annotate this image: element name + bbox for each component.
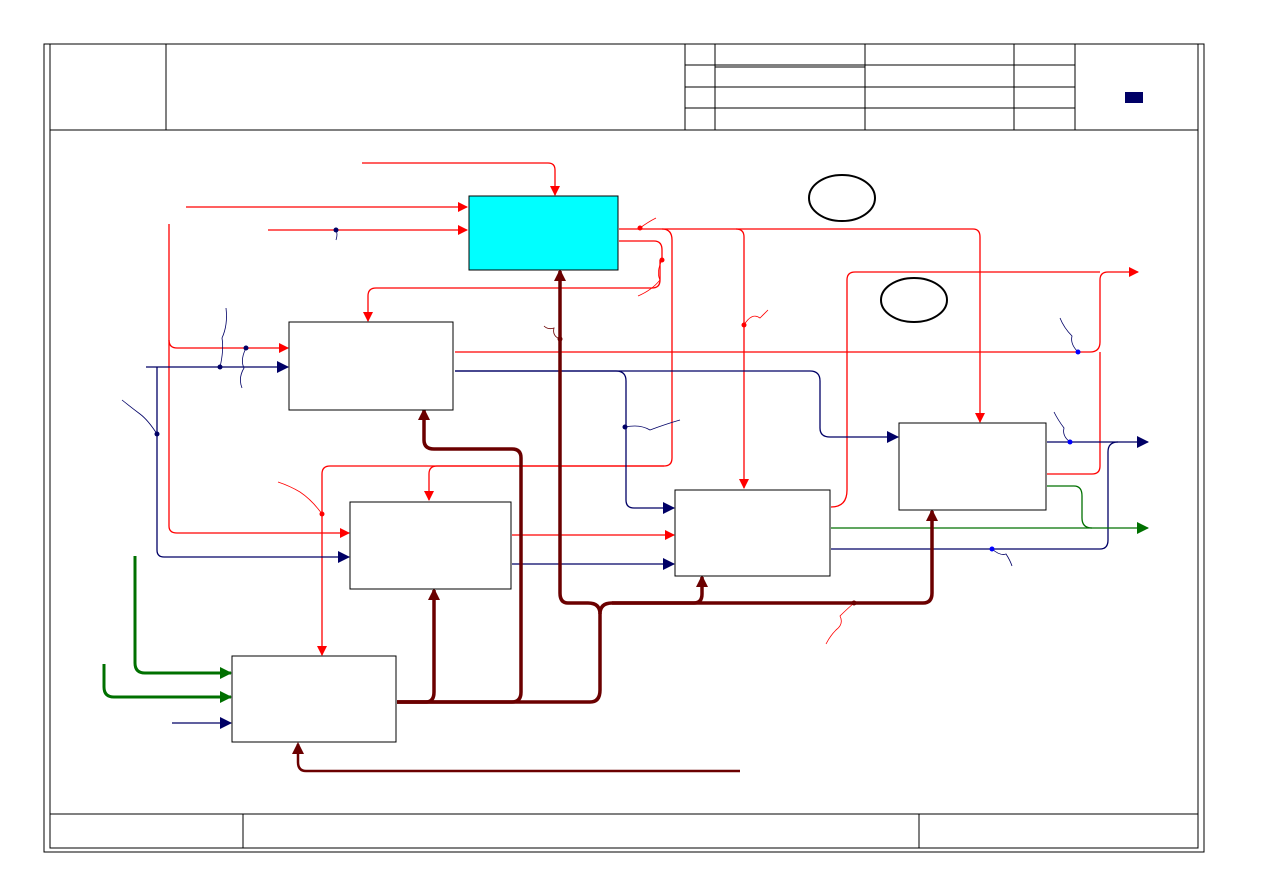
input-arrow-a2-to-a4[interactable] [455,370,675,514]
control-arrows [168,162,1139,656]
label-squiggles [121,217,1079,645]
junction-dot [217,364,223,370]
squiggle-red [639,217,657,229]
node-marker-icon [1125,92,1143,103]
junction-dot [637,225,643,231]
squiggle-brown [543,325,561,340]
squiggle-blue [624,419,681,431]
mechanism-arrow-bottom-into-a6[interactable] [292,742,740,773]
junction-dot [243,345,249,351]
junction-dot [154,431,160,437]
activity-box-a1[interactable] [468,195,619,271]
control-arrow-a2-output[interactable] [455,267,1139,353]
junction-dot [1067,439,1073,445]
activity-box-a3[interactable] [349,501,512,590]
green-arrow-into-a6-lower[interactable] [102,664,232,703]
junction-dot [622,424,628,430]
mechanism-arrow-to-a1[interactable] [554,269,602,615]
input-arrow-left-trunk-to-a3[interactable] [156,367,350,563]
squiggle-red [743,309,769,326]
control-arrow-left-trunk-to-a2[interactable] [168,224,289,353]
control-arrow-a4-feedback[interactable] [830,271,1100,508]
squiggle-blue [240,347,247,389]
mechanism-arrow-a6-to-a4-a5[interactable] [397,509,938,704]
squiggle-red [277,481,323,515]
squiggle-blue [121,399,158,435]
mechanism-arrows [397,269,938,704]
input-arrow-a4-output[interactable] [831,441,1119,550]
control-arrow-a5-output[interactable] [1047,352,1101,475]
green-arrow-into-a6-upper[interactable] [133,556,232,679]
junction-dot [557,336,563,342]
squiggle-blue [1059,317,1079,353]
input-arrows [146,361,1149,729]
green-arrows [102,485,1149,703]
junction-dot [989,546,995,552]
header-title-block [50,44,1198,131]
annotation-circle-1[interactable] [808,174,876,222]
activity-box-a4[interactable] [674,489,831,577]
squiggle-red [637,259,663,297]
junction-dot [741,322,747,328]
junction-dot [333,227,339,233]
squiggle-red [825,602,855,645]
mechanism-arrow-a6-to-a2[interactable] [397,408,523,704]
mechanism-arrow-a6-to-a3[interactable] [397,588,440,704]
junction-dot [851,600,857,606]
activity-box-a2[interactable] [288,321,454,411]
drawing-frame [43,43,1205,853]
activity-box-a6[interactable] [231,655,397,743]
junction-dots [154,225,1081,606]
green-arrow-a5-output[interactable] [1047,485,1093,529]
input-arrow-a2-to-a5[interactable] [455,370,899,443]
squiggle-blue [991,548,1013,567]
control-arrow-a1-to-a2[interactable] [363,260,661,322]
footer-block [50,813,1198,848]
control-arrow-a1-right-loop[interactable] [619,240,663,260]
control-arrow-top-into-a1[interactable] [362,162,560,196]
squiggle-blue [1053,411,1071,443]
control-arrow-a1-to-a3[interactable] [424,228,673,501]
activity-box-a5[interactable] [898,422,1047,511]
junction-dot [1075,349,1081,355]
junction-dot [319,511,325,517]
junction-dot [659,257,665,263]
squiggle-blue [219,307,227,368]
control-arrow-a1-to-a4[interactable] [735,228,749,489]
control-arrow-left-trunk-to-a3[interactable] [168,340,350,538]
control-arrow-a1-to-a5[interactable] [619,228,985,423]
annotation-circle-2[interactable] [880,277,948,323]
mechanism-arrow-to-a4[interactable] [612,575,708,605]
control-arrow-a3-to-a6[interactable] [317,465,664,656]
